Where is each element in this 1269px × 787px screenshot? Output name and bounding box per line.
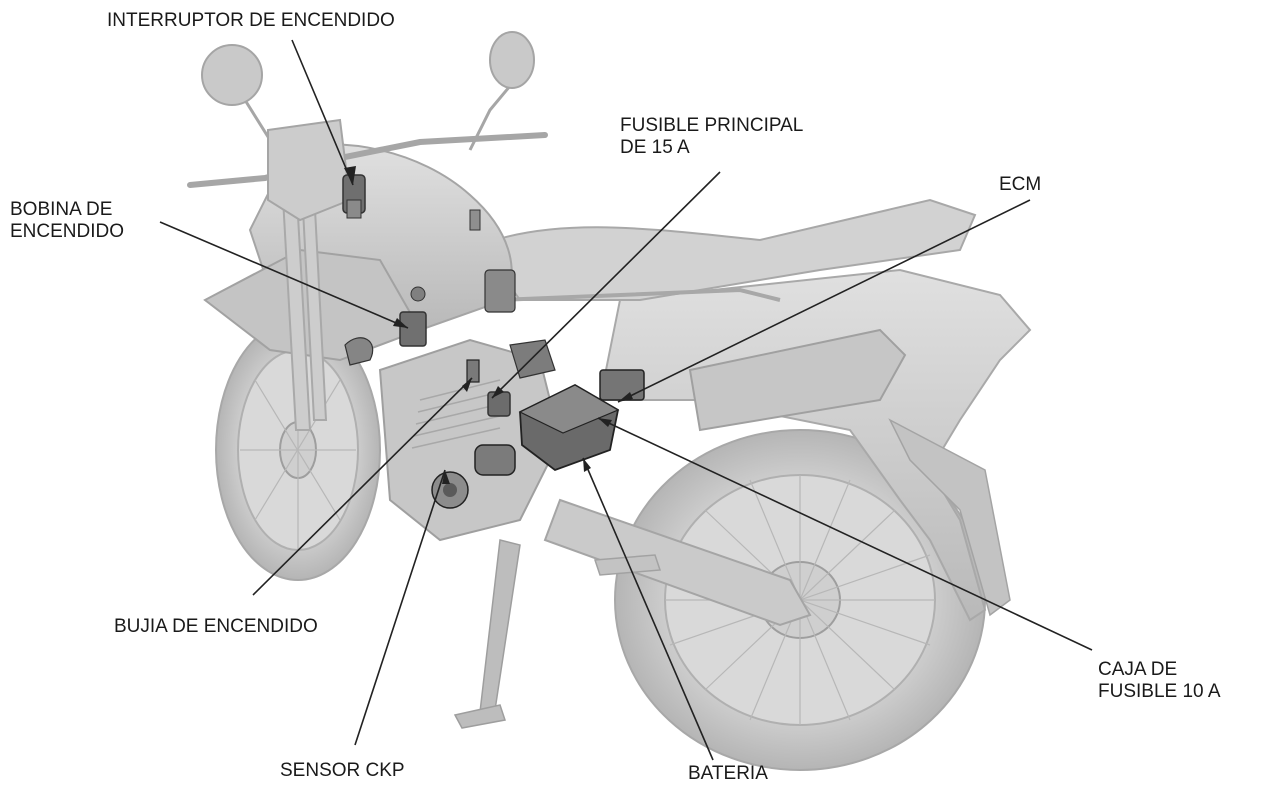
ckp-sensor-part <box>431 471 469 509</box>
starter-motor-part <box>474 444 516 476</box>
label-ignition-coil: BOBINA DE ENCENDIDO <box>10 199 124 243</box>
muffler <box>688 328 907 432</box>
label-fuse-box-line1: CAJA DE <box>1098 659 1178 680</box>
label-ecm: ECM <box>999 174 1041 196</box>
leader-fuse-box <box>597 417 1093 651</box>
ecm-part <box>599 369 645 401</box>
leader-main-fuse <box>491 171 721 399</box>
leader-spark-plug <box>252 377 473 596</box>
ignition-switch-part <box>342 174 366 219</box>
fuel-pump-part <box>469 209 516 313</box>
leader-ckp-sensor <box>354 469 446 746</box>
leader-ecm <box>617 199 1031 403</box>
label-spark-plug-text: BUJIA DE ENCENDIDO <box>114 616 318 637</box>
label-main-fuse-line1: FUSIBLE PRINCIPAL <box>620 115 804 136</box>
battery-part <box>518 383 620 472</box>
leader-ignition-switch <box>291 39 354 186</box>
label-ckp-sensor: SENSOR CKP <box>280 760 405 782</box>
right-mirror <box>489 31 535 89</box>
label-ignition-switch-text: INTERRUPTOR DE ENCENDIDO <box>107 10 395 31</box>
ignition-coil-part <box>344 286 427 366</box>
label-spark-plug: BUJIA DE ENCENDIDO <box>114 616 318 638</box>
leader-arrowheads <box>344 166 633 484</box>
label-battery: BATERIA <box>688 763 768 785</box>
label-ecm-text: ECM <box>999 174 1042 195</box>
spark-plug-part <box>466 359 480 383</box>
leader-lines <box>159 39 1093 761</box>
seat <box>478 198 977 301</box>
engine <box>378 338 562 542</box>
label-ignition-switch: INTERRUPTOR DE ENCENDIDO <box>107 10 395 32</box>
label-ignition-coil-line2: ENCENDIDO <box>10 221 125 242</box>
label-fuse-box: CAJA DE FUSIBLE 10 A <box>1098 659 1221 703</box>
swingarm <box>543 498 812 627</box>
left-mirror <box>201 44 263 106</box>
label-main-fuse: FUSIBLE PRINCIPAL DE 15 A <box>620 115 803 159</box>
label-fuse-box-line2: FUSIBLE 10 A <box>1098 681 1221 702</box>
label-ckp-sensor-text: SENSOR CKP <box>280 760 405 781</box>
leader-battery <box>582 457 714 761</box>
leader-ignition-coil <box>159 221 409 329</box>
side-stand <box>479 539 521 713</box>
label-main-fuse-line2: DE 15 A <box>620 137 690 158</box>
label-ignition-coil-line1: BOBINA DE <box>10 199 113 220</box>
label-battery-text: BATERIA <box>688 763 768 784</box>
